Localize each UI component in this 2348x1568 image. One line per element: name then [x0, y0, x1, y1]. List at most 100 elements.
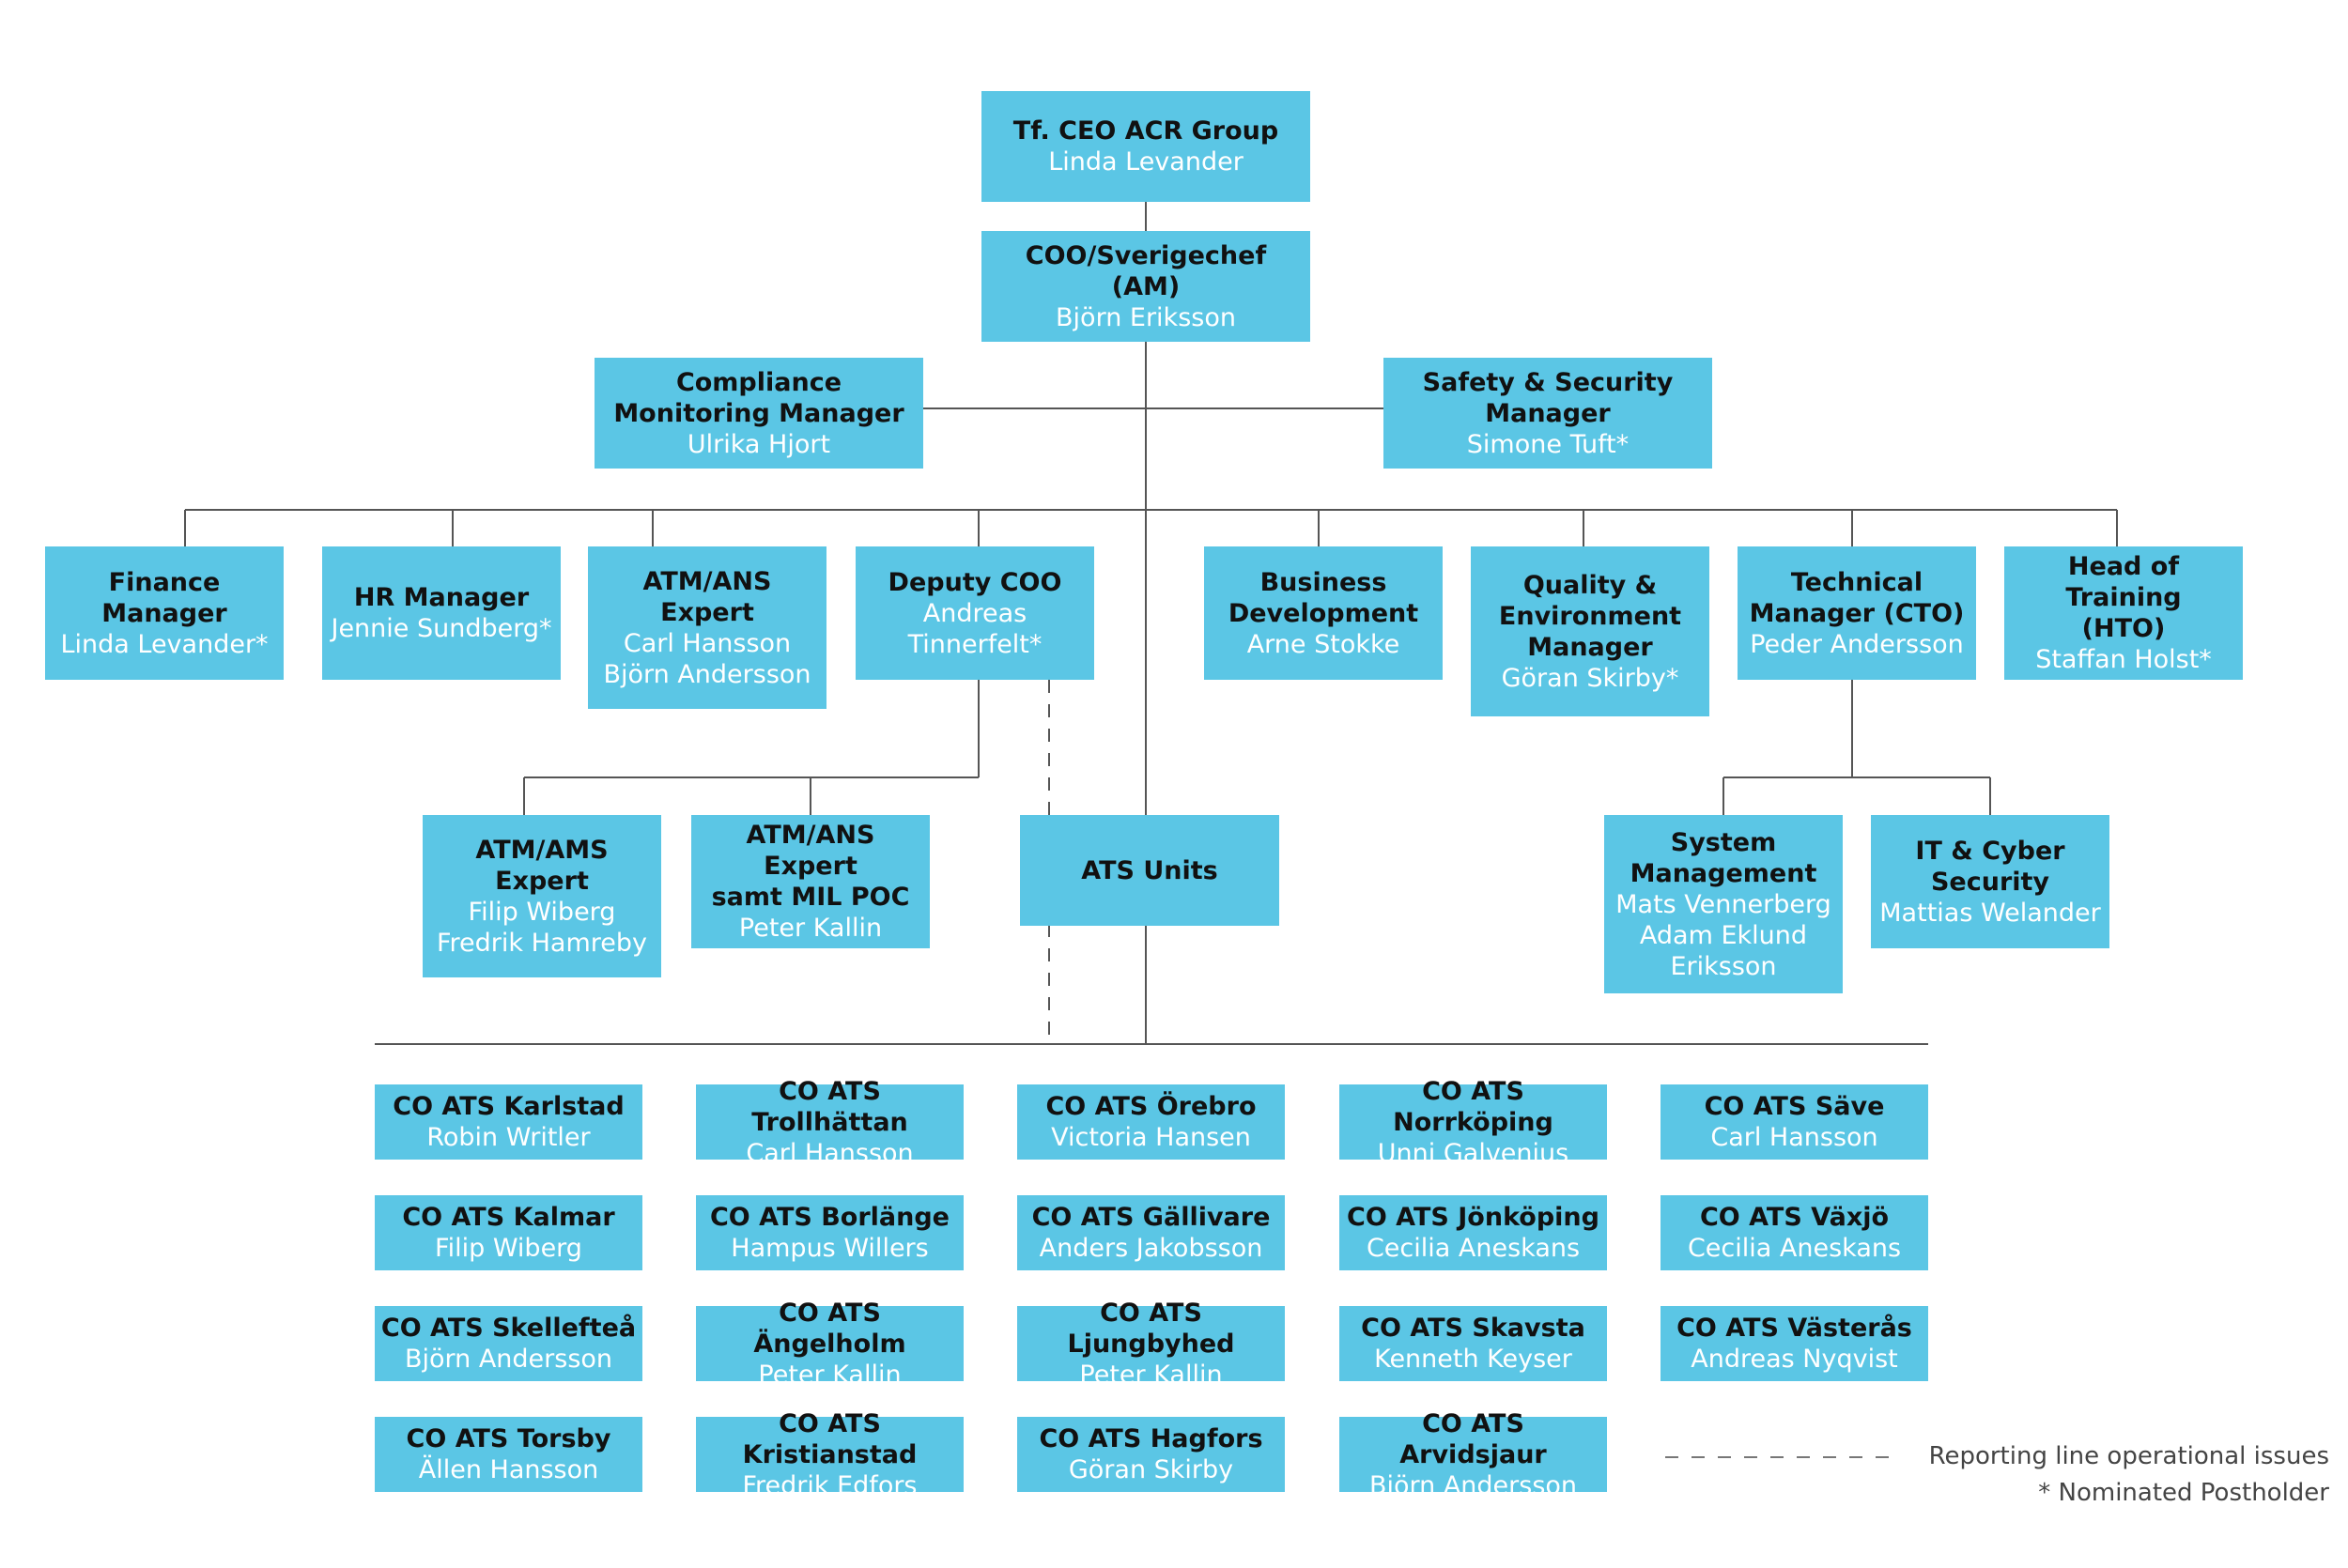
unit-name: Peter Kallin [758, 1360, 902, 1390]
node-title: Quality & Environment Manager [1498, 570, 1682, 662]
unit-box: CO ATS Borlänge Hampus Willers [696, 1195, 964, 1270]
legend-nominated-label: * Nominated Postholder [2038, 1479, 2329, 1507]
unit-box: CO ATS Karlstad Robin Writler [375, 1084, 642, 1160]
unit-name: Ällen Hansson [418, 1455, 599, 1484]
node-title: ATS Units [1081, 855, 1218, 885]
node-title: Business Development [1228, 567, 1419, 628]
node-ceo: Tf. CEO ACR Group Linda Levander [981, 91, 1310, 202]
node-name: Göran Skirby* [1501, 663, 1679, 693]
node-title: IT & Cyber Security [1915, 836, 2065, 897]
unit-name: Carl Hansson [746, 1138, 914, 1168]
unit-box: CO ATS Västerås Andreas Nyqvist [1661, 1306, 1928, 1381]
node-name: Linda Levander [1048, 147, 1244, 177]
node-title: System Management [1630, 827, 1817, 888]
node-title: Safety & Security Manager [1422, 367, 1674, 428]
node-quality-environment-manager: Quality & Environment Manager Göran Skir… [1471, 546, 1709, 716]
node-atm-ams-expert: ATM/AMS Expert Filip Wiberg Fredrik Hamr… [423, 815, 661, 977]
node-title: COO/Sverigechef (AM) [1025, 240, 1267, 301]
unit-title: CO ATS Trollhättan [751, 1076, 908, 1137]
node-deputy-coo: Deputy COO Andreas Tinnerfelt* [856, 546, 1094, 680]
unit-name: Cecilia Aneskans [1687, 1234, 1902, 1263]
node-system-management: System Management Mats Vennerberg Adam E… [1604, 815, 1843, 993]
node-name: Peder Andersson [1750, 629, 1964, 659]
unit-title: CO ATS Kristianstad [742, 1408, 918, 1469]
unit-box: CO ATS Kalmar Filip Wiberg [375, 1195, 642, 1270]
node-name: Andreas Tinnerfelt* [907, 598, 1043, 659]
node-safety-security-manager: Safety & Security Manager Simone Tuft* [1383, 358, 1712, 469]
unit-box: CO ATS Växjö Cecilia Aneskans [1661, 1195, 1928, 1270]
unit-title: CO ATS Karlstad [393, 1092, 625, 1121]
unit-title: CO ATS Ljungbyhed [1067, 1298, 1235, 1359]
node-head-of-training: Head of Training (HTO) Staffan Holst* [2004, 546, 2243, 680]
node-coo: COO/Sverigechef (AM) Björn Eriksson [981, 231, 1310, 342]
unit-name: Andreas Nyqvist [1691, 1345, 1898, 1374]
node-name: Linda Levander* [60, 629, 269, 659]
node-name: Mattias Welander [1879, 898, 2101, 928]
node-title: Head of Training (HTO) [2065, 552, 2182, 643]
unit-box: CO ATS Kristianstad Fredrik Edfors [696, 1409, 964, 1500]
node-title: Deputy COO [888, 567, 1062, 597]
unit-title: CO ATS Gällivare [1031, 1203, 1271, 1232]
unit-name: Kenneth Keyser [1374, 1345, 1572, 1374]
unit-title: CO ATS Säve [1704, 1092, 1885, 1121]
unit-box: CO ATS Torsby Ällen Hansson [375, 1417, 642, 1492]
node-name: Jennie Sundberg* [331, 614, 552, 643]
node-name: Arne Stokke [1246, 629, 1400, 659]
unit-title: CO ATS Norrköping [1393, 1076, 1553, 1137]
node-hr-manager: HR Manager Jennie Sundberg* [322, 546, 561, 680]
node-name: Björn Eriksson [1056, 302, 1236, 332]
unit-name: Filip Wiberg [435, 1234, 582, 1263]
node-title: ATM/AMS Expert [475, 835, 609, 896]
node-name: Staffan Holst* [2035, 645, 2212, 674]
unit-box: CO ATS Gällivare Anders Jakobsson [1017, 1195, 1285, 1270]
unit-name: Unni Galvenius [1377, 1138, 1569, 1168]
node-name: Carl Hansson Björn Andersson [603, 628, 811, 689]
unit-title: CO ATS Kalmar [402, 1203, 615, 1232]
unit-title: CO ATS Skellefteå [380, 1314, 637, 1343]
dashed-line-legend-icon [1665, 1456, 1891, 1458]
unit-box: CO ATS Skellefteå Björn Andersson [375, 1306, 642, 1381]
node-finance-manager: Finance Manager Linda Levander* [45, 546, 284, 680]
node-title: HR Manager [353, 583, 530, 612]
node-title: Technical Manager (CTO) [1749, 567, 1965, 628]
node-title: Tf. CEO ACR Group [1012, 116, 1279, 146]
node-name: Filip Wiberg Fredrik Hamreby [436, 897, 648, 958]
unit-name: Göran Skirby [1068, 1455, 1234, 1484]
unit-box: CO ATS Arvidsjaur Björn Andersson [1339, 1409, 1607, 1500]
unit-box: CO ATS Hagfors Göran Skirby [1017, 1417, 1285, 1492]
node-title: ATM/ANS Expert samt MIL POC [711, 821, 910, 912]
unit-name: Anders Jakobsson [1039, 1234, 1263, 1263]
node-name: Simone Tuft* [1466, 429, 1630, 459]
unit-title: CO ATS Växjö [1699, 1203, 1890, 1232]
node-title: ATM/ANS Expert [642, 566, 772, 627]
node-technical-manager: Technical Manager (CTO) Peder Andersson [1738, 546, 1976, 680]
node-name: Peter Kallin [738, 914, 883, 943]
unit-box: CO ATS Ljungbyhed Peter Kallin [1017, 1299, 1285, 1390]
unit-name: Robin Writler [426, 1123, 591, 1152]
unit-name: Fredrik Edfors [742, 1470, 918, 1500]
node-title: Compliance Monitoring Manager [613, 367, 904, 428]
unit-box: CO ATS Örebro Victoria Hansen [1017, 1084, 1285, 1160]
node-atm-ans-expert: ATM/ANS Expert Carl Hansson Björn Anders… [588, 546, 826, 709]
unit-name: Hampus Willers [731, 1234, 929, 1263]
legend-dashed-label: Reporting line operational issues [1928, 1442, 2329, 1470]
node-title: Finance Manager [101, 567, 227, 628]
unit-title: CO ATS Arvidsjaur [1399, 1408, 1547, 1469]
unit-box: CO ATS Trollhättan Carl Hansson [696, 1077, 964, 1168]
unit-box: CO ATS Ängelholm Peter Kallin [696, 1299, 964, 1390]
node-compliance-monitoring-manager: Compliance Monitoring Manager Ulrika Hjo… [595, 358, 923, 469]
unit-title: CO ATS Hagfors [1039, 1424, 1263, 1453]
node-name: Mats Vennerberg Adam Eklund Eriksson [1615, 889, 1831, 981]
node-it-cyber-security: IT & Cyber Security Mattias Welander [1871, 815, 2109, 948]
unit-name: Björn Andersson [1368, 1470, 1578, 1500]
unit-box: CO ATS Skavsta Kenneth Keyser [1339, 1306, 1607, 1381]
unit-box: CO ATS Jönköping Cecilia Aneskans [1339, 1195, 1607, 1270]
node-business-development: Business Development Arne Stokke [1204, 546, 1443, 680]
node-atm-ans-expert-mil-poc: ATM/ANS Expert samt MIL POC Peter Kallin [691, 815, 930, 948]
unit-title: CO ATS Torsby [406, 1424, 611, 1453]
unit-name: Victoria Hansen [1051, 1123, 1251, 1152]
unit-title: CO ATS Örebro [1045, 1092, 1257, 1121]
node-ats-units: ATS Units [1020, 815, 1279, 926]
unit-box: CO ATS Norrköping Unni Galvenius [1339, 1077, 1607, 1168]
